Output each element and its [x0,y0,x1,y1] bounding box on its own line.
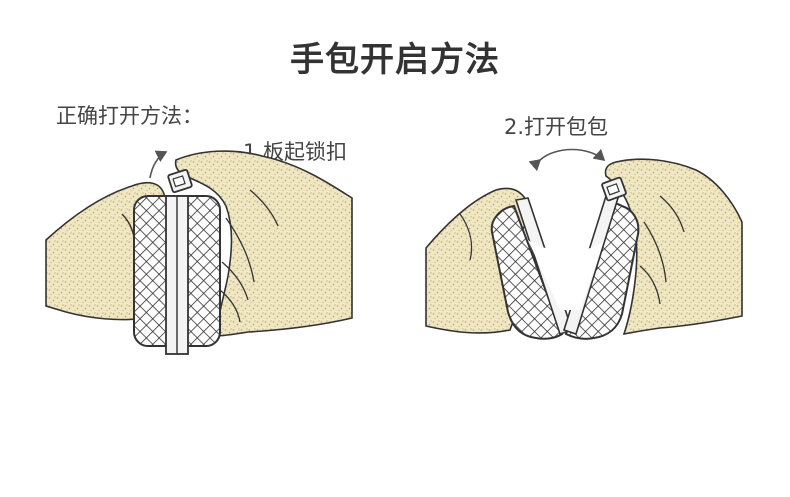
subtitle: 正确打开方法： [56,104,203,128]
step-2-label: 2.打开包包 [504,115,609,139]
step-1-illustration [45,150,353,355]
clasp-latch [167,168,193,194]
page-title: 手包开启方法 [290,40,500,80]
clutch-left-panel [490,204,564,340]
flip-up-arrow-icon [149,150,168,179]
step-2-illustration [425,148,743,340]
right-hand [174,150,353,337]
double-arrow-icon [528,148,606,172]
clasp-latch [601,176,627,202]
